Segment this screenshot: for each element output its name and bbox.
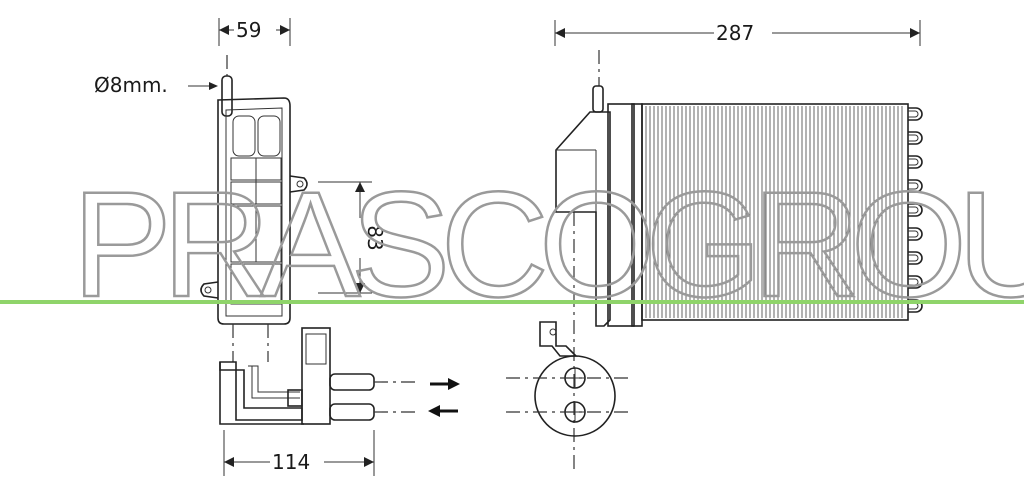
dimension-label-287: 287 [716,21,754,45]
dimension-label-83: 83 [363,225,387,250]
front-view: 287 [506,20,923,470]
arrow-left-icon [428,405,458,417]
tube-ends [908,107,923,313]
watermark: PRASCOGROUP [0,159,1024,329]
connection-view: 114 [219,327,460,476]
pipe-diameter-label: Ø8mm. [94,73,168,97]
dimension-83: 83 [318,181,387,294]
side-view: 59 Ø8mm. [94,18,387,362]
dimension-287: 287 [554,20,921,46]
dimension-59: 59 [218,18,291,46]
radiator-fins [645,106,903,318]
dimension-114: 114 [223,430,375,476]
arrow-right-icon [430,378,460,390]
dimension-label-59: 59 [236,18,261,42]
dimension-label-114: 114 [272,450,310,474]
